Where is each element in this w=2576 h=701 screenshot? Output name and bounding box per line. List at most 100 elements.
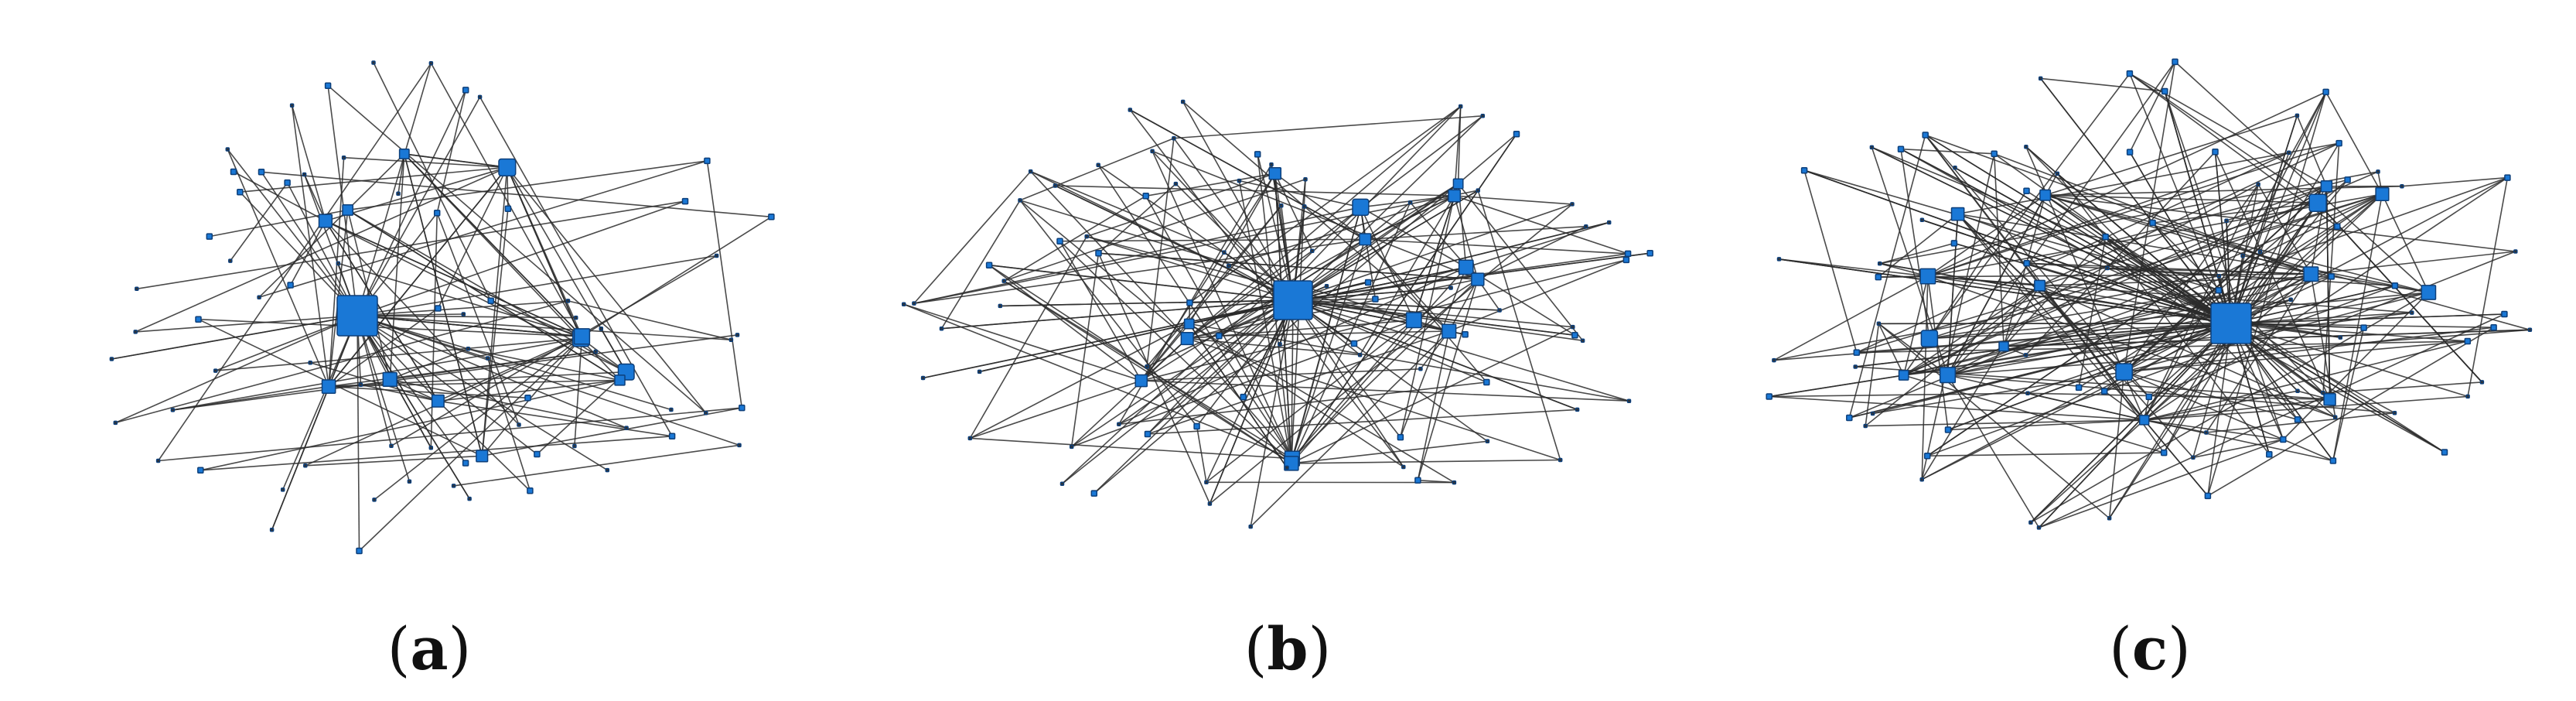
network-node xyxy=(336,261,341,266)
edge xyxy=(941,299,1294,330)
network-node xyxy=(573,315,578,320)
network-node xyxy=(2410,310,2414,315)
network-node xyxy=(1240,393,1247,401)
edge xyxy=(1465,221,1609,268)
edge xyxy=(1848,193,2383,419)
network-node xyxy=(1800,166,1808,174)
edge xyxy=(1062,299,1294,484)
network-node xyxy=(1922,132,1929,138)
edge xyxy=(346,210,391,380)
edge xyxy=(325,166,508,222)
network-node xyxy=(2329,457,2337,464)
edge xyxy=(1957,142,2339,215)
edge xyxy=(1292,299,1500,311)
edge xyxy=(404,153,483,457)
network-node xyxy=(1414,477,1421,484)
network-node xyxy=(303,463,308,468)
hub-node xyxy=(336,295,378,337)
network-node xyxy=(2100,388,2108,395)
edge xyxy=(481,208,509,457)
network-node xyxy=(2172,58,2179,66)
network-node xyxy=(2023,259,2030,267)
edge xyxy=(1957,213,2145,421)
hub-node xyxy=(1919,268,1936,285)
network-node xyxy=(920,375,926,381)
edge xyxy=(239,191,358,316)
edge xyxy=(1175,183,1294,301)
edge xyxy=(1147,105,1462,435)
network-node xyxy=(2215,287,2223,294)
edge xyxy=(1187,279,1478,340)
edge xyxy=(1292,190,1479,301)
hub-node xyxy=(1183,318,1195,330)
edge xyxy=(357,315,740,446)
edge xyxy=(2045,194,2331,400)
edge xyxy=(2192,439,2284,459)
network-node xyxy=(433,210,441,217)
edge xyxy=(2129,73,2318,203)
edge xyxy=(2282,292,2429,440)
edge xyxy=(172,337,582,411)
network-node xyxy=(572,443,577,449)
edge xyxy=(1849,323,2232,419)
edge xyxy=(1773,275,1929,361)
network-node xyxy=(1227,263,1231,268)
edge xyxy=(1454,195,1629,255)
edge xyxy=(1878,323,1905,376)
edge xyxy=(200,379,620,471)
edge xyxy=(1872,371,2124,415)
network-node xyxy=(225,147,230,152)
caption-a: (a) xyxy=(387,614,472,683)
edge xyxy=(1903,186,2327,376)
network-node xyxy=(1448,286,1453,290)
network-node xyxy=(2204,492,2212,500)
edge xyxy=(227,149,358,316)
network-node xyxy=(1953,166,1957,170)
hub-node xyxy=(1950,207,1965,221)
network-node xyxy=(1269,162,1274,167)
network-node xyxy=(714,253,719,258)
network-node xyxy=(565,299,571,303)
edge xyxy=(2039,285,2145,421)
hub-node xyxy=(2375,186,2390,202)
network-node xyxy=(504,205,512,212)
edge xyxy=(2030,419,2145,523)
edge xyxy=(970,437,1292,460)
edge xyxy=(2230,313,2505,324)
edge xyxy=(1803,169,1858,353)
edge xyxy=(1927,142,2339,277)
edge xyxy=(1927,91,2326,277)
edge xyxy=(1453,195,1479,280)
network-node xyxy=(1248,524,1253,529)
hub-node xyxy=(1180,332,1194,346)
edge xyxy=(913,238,1366,304)
network-node xyxy=(2055,171,2060,176)
edge xyxy=(2039,202,2318,286)
hub-node xyxy=(1939,367,1957,384)
hub-node xyxy=(398,148,410,159)
edge xyxy=(2230,323,2334,461)
edge xyxy=(1448,259,1627,332)
edge xyxy=(227,149,329,387)
network-node xyxy=(1397,433,1404,441)
network-node xyxy=(977,369,982,374)
edge xyxy=(310,337,582,364)
network-node xyxy=(1001,279,1006,283)
edge xyxy=(2230,285,2396,324)
network-node xyxy=(599,327,604,331)
edge xyxy=(1228,195,1455,267)
edge xyxy=(404,153,507,169)
edge xyxy=(1189,323,1455,484)
network-node xyxy=(1877,261,1882,266)
network-node xyxy=(1853,364,1858,369)
edge xyxy=(1903,273,2312,376)
edge xyxy=(1292,253,1629,301)
edge xyxy=(2144,398,2330,421)
network-node xyxy=(2465,394,2470,399)
edge xyxy=(328,166,508,388)
edge xyxy=(338,262,582,337)
edge xyxy=(582,216,772,337)
hub-node xyxy=(2210,303,2252,344)
network-panel-a xyxy=(109,60,775,555)
edge xyxy=(2174,61,2429,293)
